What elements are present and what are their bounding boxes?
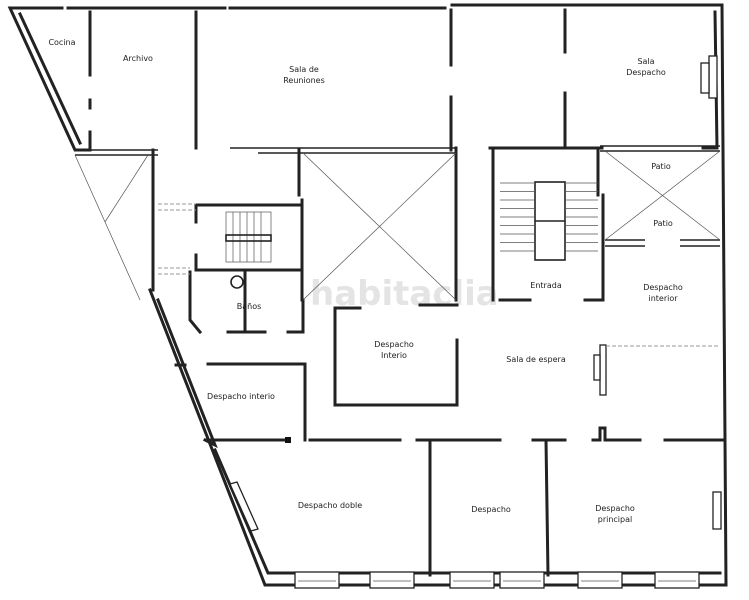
room-labels: Cocina Archivo Sala de Reuniones Sala De… bbox=[48, 38, 682, 524]
patio-voids bbox=[74, 150, 721, 301]
window bbox=[654, 571, 700, 589]
room-label-banos: Baños bbox=[237, 302, 262, 311]
room-label-sala-despacho-1: Sala bbox=[637, 57, 654, 66]
room-label-sala-reuniones-2: Reuniones bbox=[283, 76, 325, 85]
room-label-sala-espera: Sala de espera bbox=[506, 355, 566, 364]
room-label-despacho-principal-1: Despacho bbox=[595, 504, 635, 513]
room-label-archivo: Archivo bbox=[123, 54, 153, 63]
room-label-cocina: Cocina bbox=[48, 38, 75, 47]
room-label-despacho: Despacho bbox=[471, 505, 511, 514]
room-label-despacho-interio-2: Interio bbox=[381, 351, 407, 360]
room-label-entrada: Entrada bbox=[530, 281, 562, 290]
room-label-despacho-doble: Despacho doble bbox=[298, 501, 362, 510]
staircase-2 bbox=[500, 181, 598, 261]
window bbox=[577, 571, 623, 589]
room-label-sala-despacho-2: Despacho bbox=[626, 68, 666, 77]
room-label-despacho-interior-1: Despacho bbox=[643, 283, 683, 292]
window bbox=[449, 571, 495, 589]
window bbox=[499, 571, 545, 589]
window bbox=[294, 571, 340, 589]
window bbox=[369, 571, 415, 589]
facade-windows bbox=[294, 571, 700, 589]
room-label-despacho-principal-2: principal bbox=[598, 515, 632, 524]
interior-walls bbox=[75, 8, 725, 577]
room-label-despacho-interio-left: Despacho interio bbox=[207, 392, 275, 401]
room-label-patio-top: Patio bbox=[651, 162, 671, 171]
room-label-sala-reuniones-1: Sala de bbox=[289, 65, 319, 74]
room-label-patio-bottom: Patio bbox=[653, 219, 673, 228]
room-label-despacho-interio-1: Despacho bbox=[374, 340, 414, 349]
staircase-1 bbox=[225, 211, 272, 263]
room-label-despacho-interior-2: interior bbox=[648, 294, 678, 303]
